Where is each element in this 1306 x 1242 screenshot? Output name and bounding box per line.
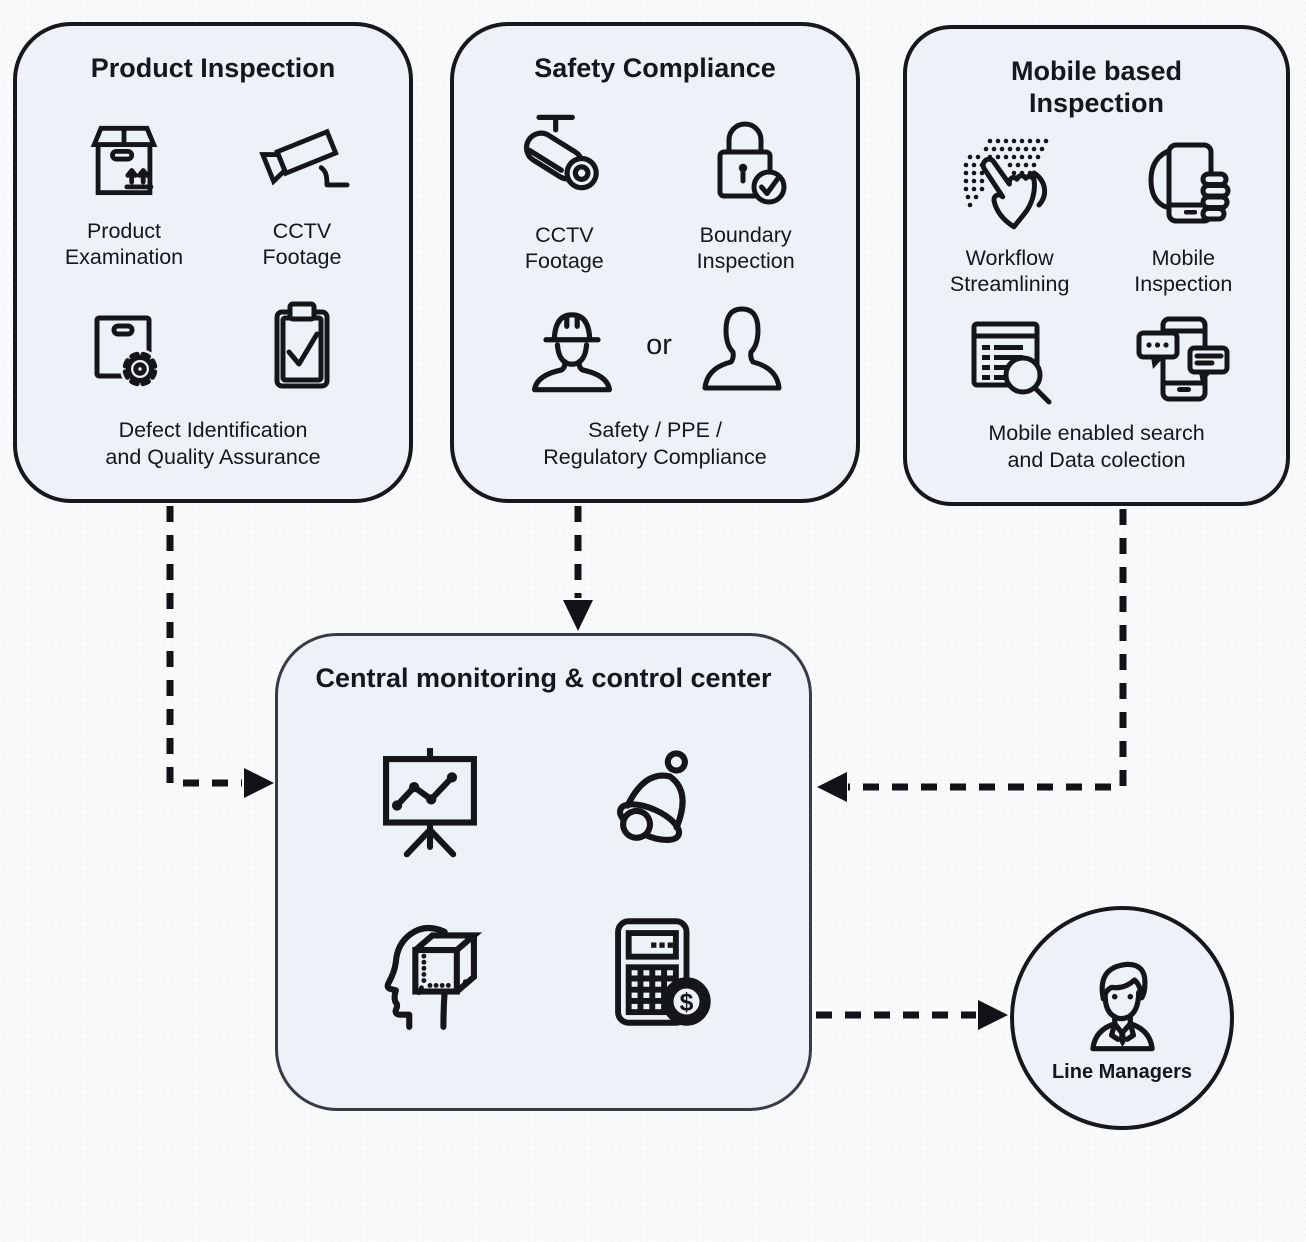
figure-cctv-footage-safety: CCTV Footage <box>489 108 639 274</box>
manager-avatar-icon <box>1090 961 1155 1051</box>
phone-chat-icon <box>1136 316 1230 402</box>
figure-bag-gear <box>49 294 199 394</box>
clipboard-check-icon <box>274 301 330 389</box>
figure-clipboard-check <box>227 294 377 394</box>
node-line-managers: Line Managers <box>1010 906 1234 1130</box>
figure-cost-calculation: $ <box>582 911 732 1033</box>
figure-mobile-inspection: Mobile Inspection <box>1108 135 1258 297</box>
footer-product-inspection: Defect Identification and Quality Assura… <box>105 418 321 470</box>
panel-central-monitoring: Central monitoring & control center <box>275 633 812 1111</box>
alarm-bell-icon <box>617 749 688 843</box>
arrowhead-mobile <box>817 772 847 802</box>
bullet-camera-icon <box>524 114 600 191</box>
figure-doc-search <box>935 309 1085 409</box>
caption-cctv-footage-safety: CCTV Footage <box>524 222 604 274</box>
arrowhead-managers <box>978 1000 1008 1030</box>
arrow-product-to-central <box>166 506 242 787</box>
panel-product-inspection: Product Inspection Product Examination <box>13 22 413 503</box>
panel-title-central: Central monitoring & control center <box>315 663 772 693</box>
panel-title-product: Product Inspection <box>90 53 336 83</box>
caption-cctv-footage-product: CCTV Footage <box>262 218 342 270</box>
caption-workflow-streamlining: Workflow Streamlining <box>949 246 1070 297</box>
dollar-symbol: $ <box>680 989 694 1016</box>
bag-gear-icon <box>94 315 160 389</box>
cctv-camera-icon <box>259 128 350 188</box>
panel-title-mobile: Mobile based Inspection <box>1010 56 1183 119</box>
worker-bust-icon <box>532 311 613 393</box>
figure-workflow-streamlining: Workflow Streamlining <box>935 135 1085 297</box>
lock-check-icon <box>717 121 787 205</box>
doc-search-icon <box>971 321 1052 405</box>
person-bust-icon <box>702 306 782 391</box>
calculator-dollar-icon: $ <box>615 918 711 1026</box>
panel-mobile-inspection: Mobile based Inspection <box>903 25 1290 506</box>
arrowhead-safety <box>563 600 593 631</box>
caption-product-examination: Product Examination <box>64 218 184 270</box>
figure-phone-chat <box>1108 309 1258 409</box>
arrowhead-product <box>244 768 274 798</box>
figure-alert-bell <box>582 742 732 864</box>
footer-safety-compliance: Safety / PPE / Regulatory Compliance <box>543 418 767 470</box>
hand-phone-icon <box>1148 142 1231 224</box>
figure-product-examination: Product Examination <box>49 112 199 270</box>
figure-cctv-footage-product: CCTV Footage <box>227 112 377 270</box>
line-managers-label: Line Managers <box>1051 1060 1193 1083</box>
shipping-box-icon <box>90 125 158 195</box>
or-row: or <box>458 294 852 398</box>
panel-safety-compliance: Safety Compliance CCTV Footage <box>450 22 860 503</box>
figure-boundary-inspection: Boundary Inspection <box>671 108 821 274</box>
head-cube-icon <box>384 924 483 1030</box>
figure-analytics-board <box>355 742 505 864</box>
chart-easel-icon <box>383 747 477 857</box>
tap-hand-icon <box>963 138 1048 230</box>
caption-mobile-inspection: Mobile Inspection <box>1134 246 1233 297</box>
footer-mobile-inspection: Mobile enabled search and Data colection <box>988 421 1205 473</box>
arrow-mobile-to-central <box>848 509 1127 791</box>
panel-title-safety: Safety Compliance <box>534 53 776 83</box>
figure-ai-analysis <box>355 911 505 1033</box>
caption-boundary-inspection: Boundary Inspection <box>696 222 795 274</box>
or-label: or <box>646 329 672 362</box>
